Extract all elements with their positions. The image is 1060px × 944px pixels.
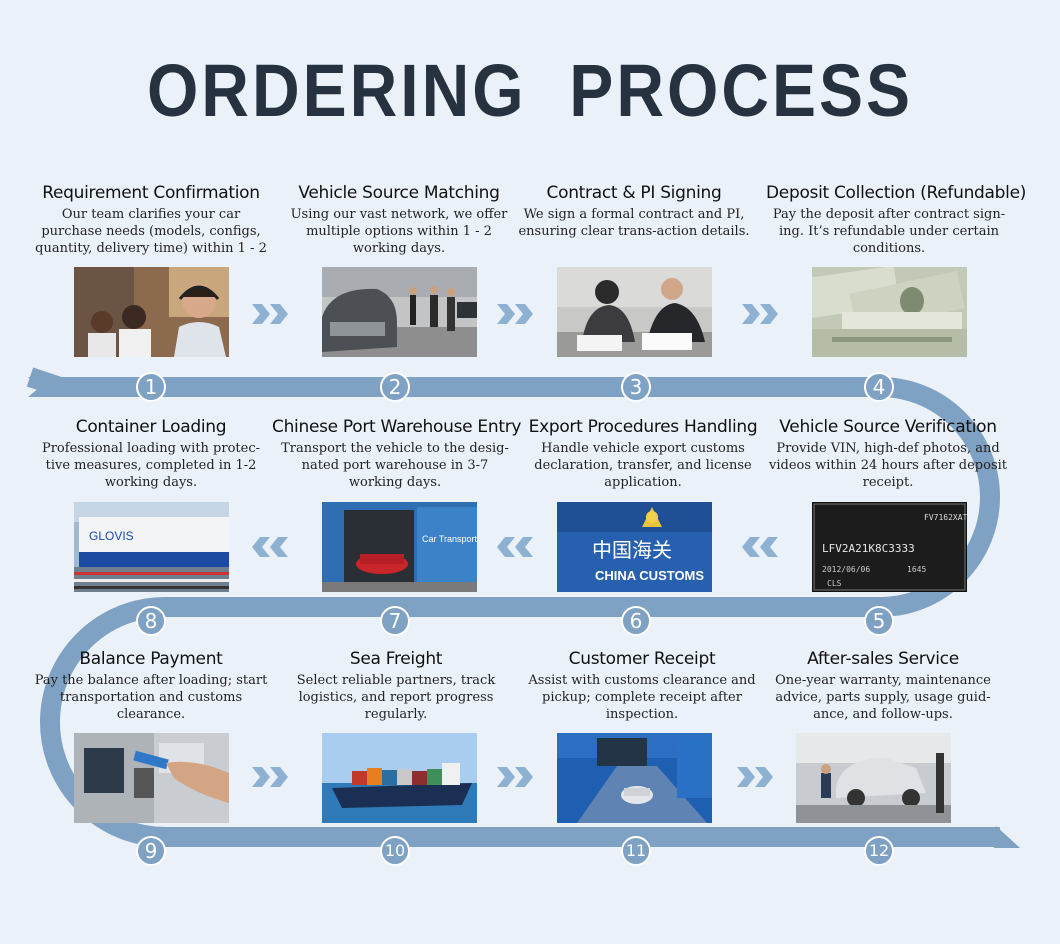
step-number-9: 9 bbox=[136, 836, 166, 866]
chevron-right-icon bbox=[497, 767, 533, 787]
step-title: Vehicle Source Matching bbox=[298, 183, 500, 203]
step-description: Provide VIN, high-def photos, and videos… bbox=[769, 441, 1007, 490]
contract-signing-photo bbox=[557, 267, 712, 357]
vin-plate-photo: FV7162XAT LFV2A21K8C3333 2012/06/06 1645… bbox=[812, 502, 967, 592]
china-customs-sign-photo: 中国海关 CHINA CUSTOMS bbox=[557, 502, 712, 592]
container-ship-photo bbox=[322, 733, 477, 823]
track-arrowhead bbox=[996, 827, 1020, 848]
step-number-12: 12 bbox=[864, 836, 894, 866]
ro-ro-ship-photo: GLOVIS bbox=[74, 502, 229, 592]
step-3: Contract & PI Signing We sign a formal c… bbox=[511, 182, 757, 258]
step-title: Customer Receipt bbox=[568, 649, 716, 669]
step-title: Chinese Port Warehouse Entry bbox=[272, 417, 522, 437]
step-number-3: 3 bbox=[621, 372, 651, 402]
ship-name-text: GLOVIS bbox=[89, 529, 134, 543]
step-description: Professional loading with protec-tive me… bbox=[41, 441, 261, 490]
step-number-8: 8 bbox=[136, 606, 166, 636]
vin-date-text: 2012/06/06 bbox=[822, 565, 870, 574]
step-11: Customer Receipt Assist with customs cle… bbox=[519, 648, 765, 724]
step-title: Contract & PI Signing bbox=[546, 183, 722, 203]
step-title: Export Procedures Handling bbox=[528, 417, 758, 437]
step-description: Assist with customs clearance and pickup… bbox=[528, 673, 756, 722]
step-4: Deposit Collection (Refundable) Pay the … bbox=[766, 182, 1027, 258]
step-9: Balance Payment Pay the balance after lo… bbox=[28, 648, 274, 724]
atm-card-payment-photo bbox=[74, 733, 229, 823]
chevron-right-icon bbox=[737, 767, 773, 787]
vin-code-text: LFV2A21K8C3333 bbox=[822, 542, 915, 555]
chevron-left-icon bbox=[742, 537, 778, 557]
step-title: Vehicle Source Verification bbox=[779, 417, 997, 437]
step-2: Vehicle Source Matching Using our vast n… bbox=[276, 182, 522, 258]
track-start-tip bbox=[28, 377, 64, 397]
step-title: Balance Payment bbox=[79, 649, 223, 669]
step-description: Our team clarifies your car purchase nee… bbox=[35, 207, 267, 256]
step-number-10: 10 bbox=[380, 836, 410, 866]
step-description: One-year warranty, maintenance advice, p… bbox=[775, 673, 991, 722]
step-description: Select reliable partners, track logistic… bbox=[296, 673, 496, 722]
step-number-1: 1 bbox=[136, 372, 166, 402]
customs-en-text: CHINA CUSTOMS bbox=[595, 568, 704, 583]
step-number-5: 5 bbox=[864, 606, 894, 636]
step-7: Chinese Port Warehouse Entry Transport t… bbox=[272, 416, 522, 492]
vin-plate-text: FV7162XAT bbox=[924, 513, 967, 522]
step-title: Sea Freight bbox=[349, 649, 443, 669]
vin-mass-text: 1645 bbox=[907, 565, 926, 574]
step-1: Requirement Confirmation Our team clarif… bbox=[28, 182, 274, 258]
page-title: ORDERING PROCESS bbox=[146, 48, 914, 132]
step-6: Export Procedures Handling Handle vehicl… bbox=[520, 416, 766, 492]
step-8: Container Loading Professional loading w… bbox=[28, 416, 274, 492]
chevron-left-icon bbox=[497, 537, 533, 557]
step-title: Requirement Confirmation bbox=[42, 183, 260, 203]
step-description: Using our vast network, we offer multipl… bbox=[290, 207, 508, 256]
customer-service-agents-photo bbox=[74, 267, 229, 357]
track-band-row1 bbox=[26, 367, 1001, 847]
step-description: Pay the balance after loading; start tra… bbox=[34, 673, 268, 722]
step-description: We sign a formal contract and PI, ensuri… bbox=[518, 207, 750, 239]
step-title: Deposit Collection (Refundable) bbox=[766, 183, 1027, 203]
step-description: Handle vehicle export customs declaratio… bbox=[534, 441, 752, 490]
step-10: Sea Freight Select reliable partners, tr… bbox=[273, 648, 519, 724]
step-number-2: 2 bbox=[380, 372, 410, 402]
step-number-7: 7 bbox=[380, 606, 410, 636]
step-title: Container Loading bbox=[75, 417, 227, 437]
step-5: Vehicle Source Verification Provide VIN,… bbox=[765, 416, 1011, 492]
container-text: Car Transport bbox=[422, 534, 477, 544]
dollar-bills-photo bbox=[812, 267, 967, 357]
chevron-right-icon bbox=[742, 304, 778, 324]
car-dealer-lot-photo bbox=[322, 267, 477, 357]
vin-model-text: CLS bbox=[827, 579, 842, 588]
step-number-4: 4 bbox=[864, 372, 894, 402]
chevron-right-icon bbox=[252, 767, 288, 787]
chevron-right-icon bbox=[497, 304, 533, 324]
step-title: After-sales Service bbox=[807, 649, 959, 669]
step-number-11: 11 bbox=[621, 836, 651, 866]
car-unloading-ramp-photo bbox=[557, 733, 712, 823]
step-12: After-sales Service One-year warranty, m… bbox=[760, 648, 1006, 724]
car-in-container-photo: Car Transport bbox=[322, 502, 477, 592]
chevron-right-icon bbox=[252, 304, 288, 324]
step-description: Pay the deposit after contract sign-ing.… bbox=[772, 207, 1006, 256]
car-service-garage-photo bbox=[796, 733, 951, 823]
step-number-6: 6 bbox=[621, 606, 651, 636]
customs-cn-text: 中国海关 bbox=[592, 538, 672, 562]
step-description: Transport the vehicle to the desig-nated… bbox=[281, 441, 509, 490]
chevron-left-icon bbox=[252, 537, 288, 557]
